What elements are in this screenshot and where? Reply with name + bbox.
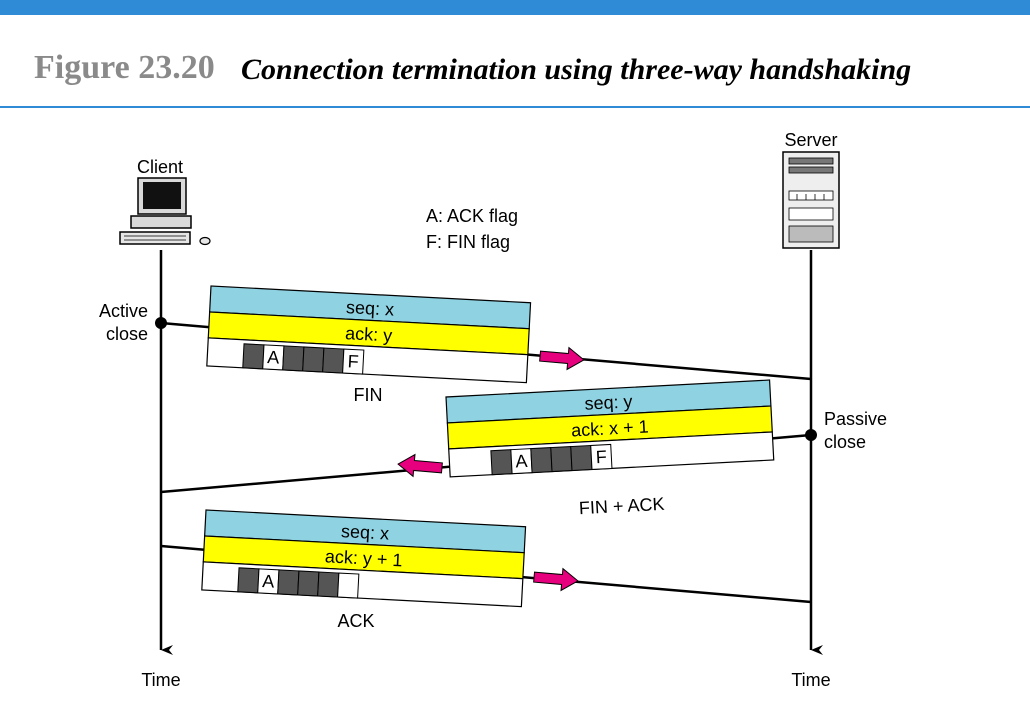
fin-segment-name: FIN — [354, 385, 383, 405]
fin-seq-label: seq: x — [346, 297, 395, 319]
client-label: Client — [137, 157, 183, 177]
ack-direction-arrow — [533, 567, 579, 592]
fin-ack-label: ack: y — [345, 323, 393, 345]
ack-segment: seq: x ack: y + 1 A — [201, 509, 527, 608]
flag-bit-cell — [302, 346, 325, 373]
passive-close-dot — [805, 429, 817, 441]
server-time-label: Time — [791, 670, 830, 690]
figure-number: Figure 23.20 — [34, 49, 215, 86]
flag-bit-cell — [282, 345, 305, 372]
flag-bit-cell — [317, 571, 340, 598]
flag-bit-letter: F — [347, 351, 359, 372]
flag-bit-cell — [550, 446, 573, 473]
flag-bit-cell — [337, 572, 360, 599]
fin-ack-ack-label: ack: x + 1 — [571, 416, 649, 440]
active-close-dot — [155, 317, 167, 329]
flag-bit-cell — [342, 348, 365, 375]
flag-bit-letter: A — [515, 451, 528, 472]
top-accent-bar — [0, 0, 1030, 15]
fin-ack-seq-label: seq: y — [584, 391, 633, 413]
flag-bit-letter: A — [262, 571, 275, 592]
client-time-label: Time — [141, 670, 180, 690]
flag-bit-cell — [237, 567, 260, 594]
fin-direction-arrow — [539, 346, 585, 371]
flag-bit-cell — [570, 444, 593, 472]
flag-bit-cell — [277, 569, 300, 596]
flag-bit-cell — [322, 347, 345, 374]
passive-close-label-line1: Passive — [824, 409, 887, 429]
legend-fin-flag: F: FIN flag — [426, 232, 510, 252]
flag-bit-letter: F — [595, 447, 607, 468]
flag-bit-cell — [242, 343, 265, 370]
server-label: Server — [784, 130, 837, 150]
ack-seq-label: seq: x — [341, 521, 390, 543]
ack-flag-bits: A — [237, 567, 360, 599]
active-close-label-line1: Active — [99, 301, 148, 321]
ack-ack-label: ack: y + 1 — [324, 546, 402, 570]
flag-bit-cell — [297, 570, 320, 597]
figure-header: Figure 23.20 Connection termination usin… — [0, 15, 1030, 110]
fin-ack-segment-name: FIN + ACK — [578, 494, 664, 518]
client-computer-icon — [119, 177, 211, 246]
server-tower-icon — [782, 151, 840, 249]
flag-bit-cell — [590, 443, 613, 470]
ack-segment-name: ACK — [337, 611, 374, 631]
passive-close-label-line2: close — [824, 432, 866, 452]
flag-bit-cell — [490, 449, 513, 476]
flag-bit-letter: A — [267, 347, 280, 368]
figure-title: Connection termination using three-way h… — [241, 53, 912, 86]
fin-ack-direction-arrow — [397, 453, 443, 478]
header-rule — [0, 106, 1030, 108]
flag-bit-cell — [530, 447, 553, 474]
legend-ack-flag: A: ACK flag — [426, 206, 518, 226]
active-close-label-line2: close — [106, 324, 148, 344]
